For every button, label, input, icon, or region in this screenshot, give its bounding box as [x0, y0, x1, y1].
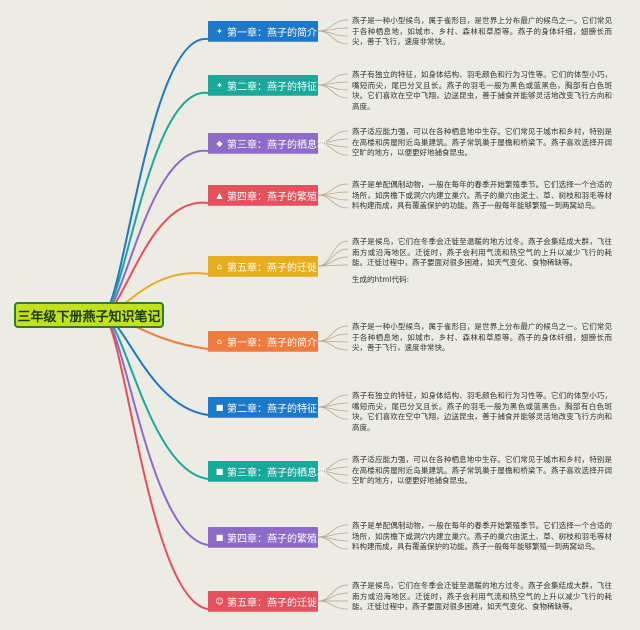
chapter-note-text: 燕子是候鸟，它们在冬季会迁徙至温暖的地方过冬。燕子会集结成大群，飞往南方或沿海地…: [352, 237, 612, 267]
chapter-note: 燕子适应能力强，可以在各种栖息地中生存。它们常见于城市和乡村，特别是在高楼和房屋…: [352, 127, 612, 159]
chapter-note: 燕子是单配偶制动物，一般在每年的春季开始繁殖季节。它们选择一个合适的场所，如房檐…: [352, 521, 612, 553]
note-connector: [317, 27, 349, 32]
chapter-note: 燕子是一种小型候鸟，属于雀形目，是世界上分布最广的候鸟之一。它们常见于各种栖息地…: [352, 16, 612, 48]
note-connector: [317, 394, 349, 408]
chapter-node[interactable]: ✦ 第一章：燕子的简介: [208, 21, 318, 41]
flame-icon: ▲: [216, 190, 223, 200]
note-connector: [317, 191, 349, 196]
chapter-label: 第二章：燕子的特征: [227, 81, 317, 93]
chapter-note: 燕子有独立的特征，如身体结构、羽毛颜色和行为习性等。它们的体型小巧，嘴短而尖，尾…: [352, 391, 612, 433]
note-connector: [317, 264, 349, 267]
chapter-node[interactable]: ⌂ 第一章：燕子的简介: [208, 331, 318, 351]
branch-line: [101, 37, 209, 316]
chapter-node[interactable]: ■第三章：燕子的栖息地: [208, 461, 327, 481]
note-connector: [317, 194, 349, 209]
chapter-node[interactable]: ☺第五章：燕子的迁徙: [208, 591, 318, 611]
chapter-note-text: 燕子是一种小型候鸟，属于雀形目，是世界上分布最广的候鸟之一。它们常见于各种栖息地…: [352, 322, 612, 352]
chapter-note: 燕子适应能力强，可以在各种栖息地中生存。它们常见于城市和乡村，特别是在高楼和房屋…: [352, 455, 612, 487]
square-icon: ■: [215, 532, 224, 542]
note-connector: [317, 240, 349, 267]
chapter-node[interactable]: ▲ 第四章：燕子的繁殖: [208, 185, 318, 205]
branch-line: [101, 314, 209, 416]
chapter-note-text: 燕子适应能力强，可以在各种栖息地中生存。它们常见于城市和乡村，特别是在高楼和房屋…: [352, 455, 612, 485]
note-connector: [317, 406, 349, 420]
note-connector: [317, 592, 349, 602]
square-icon: ■: [215, 466, 224, 476]
note-connector: [317, 524, 349, 538]
chapter-label: 第一章：燕子的简介: [227, 337, 317, 349]
chapter-note: 燕子是一种小型候鸟，属于雀形目，是世界上分布最广的候鸟之一。它们常见于各种栖息地…: [352, 322, 612, 354]
feather-icon: ✦: [216, 80, 223, 90]
note-connector: [317, 333, 349, 342]
chapter-label: 第四章：燕子的繁殖: [227, 533, 317, 545]
bird-icon: ✦: [216, 26, 223, 36]
chapter-note-text: 燕子适应能力强，可以在各种栖息地中生存。它们常见于城市和乡村，特别是在高楼和房屋…: [352, 127, 612, 157]
chapter-note: 燕子是候鸟，它们在冬季会迁徙至温暖的地方过冬。燕子会集结成大群，飞往南方或沿海地…: [352, 237, 612, 285]
chapter-note-text: 燕子是单配偶制动物，一般在每年的春季开始繁殖季节。它们选择一个合适的场所，如房檐…: [352, 521, 612, 551]
home-icon: ⌂: [216, 261, 223, 271]
note-connector: [317, 536, 349, 550]
square-icon: ■: [215, 402, 224, 412]
chapter-label: 第五章：燕子的迁徙: [227, 597, 317, 609]
chapter-note: 燕子有独立的特征，如身体结构、羽毛颜色和行为习性等。它们的体型小巧，嘴短而尖，尾…: [352, 70, 612, 112]
note-connector: [317, 142, 349, 156]
diamond-icon: ◆: [216, 138, 223, 148]
face-icon: ☺: [215, 596, 224, 606]
chapter-note-extra: 生成的html代码:: [352, 274, 410, 284]
chapter-node[interactable]: ◆ 第三章：燕子的栖息地: [208, 133, 327, 153]
root-topic[interactable]: 三年级下册燕子知识笔记: [14, 302, 164, 328]
note-connector: [317, 84, 349, 99]
chapter-note-text: 燕子有独立的特征，如身体结构、羽毛颜色和行为习性等。它们的体型小巧，嘴短而尖，尾…: [352, 391, 612, 432]
chapter-label: 第一章：燕子的简介: [227, 27, 317, 39]
chapter-note-text: 燕子是一种小型候鸟，属于雀形目，是世界上分布最广的候鸟之一。它们常见于各种栖息地…: [352, 16, 612, 46]
note-connector: [317, 470, 349, 484]
chapter-label: 第四章：燕子的繁殖: [227, 191, 317, 203]
chapter-node[interactable]: ✦ 第二章：燕子的特征: [208, 75, 318, 95]
note-connector: [317, 325, 349, 342]
chapter-note-text: 燕子是单配偶制动物，一般在每年的春季开始繁殖季节。它们选择一个合适的场所，如房檐…: [352, 180, 612, 210]
chapter-node[interactable]: ⌂ 第五章：燕子的迁徙: [208, 256, 318, 276]
chapter-note: 燕子是单配偶制动物，一般在每年的春季开始繁殖季节。它们选择一个合适的场所，如房檐…: [352, 180, 612, 212]
chapter-label: 第三章：燕子的栖息地: [227, 467, 327, 479]
note-connector: [317, 340, 349, 351]
chapter-node[interactable]: ■第二章：燕子的特征: [208, 397, 318, 417]
home-icon: ⌂: [216, 336, 223, 346]
note-connector: [317, 30, 349, 45]
chapter-note-text: 燕子是候鸟，它们在冬季会迁徙至温暖的地方过冬。燕子会集结成大群，飞往南方或沿海地…: [352, 581, 612, 611]
chapter-note-text: 燕子有独立的特征，如身体结构、羽毛颜色和行为习性等。它们的体型小巧，嘴短而尖，尾…: [352, 70, 612, 111]
chapter-label: 第五章：燕子的迁徙: [227, 262, 317, 274]
note-connector: [317, 600, 349, 610]
chapter-label: 第二章：燕子的特征: [227, 403, 317, 415]
branch-line: [101, 314, 209, 480]
chapter-node[interactable]: ■第四章：燕子的繁殖: [208, 527, 318, 547]
chapter-note: 燕子是候鸟，它们在冬季会迁徙至温暖的地方过冬。燕子会集结成大群，飞往南方或沿海地…: [352, 581, 612, 613]
chapter-label: 第三章：燕子的栖息地: [227, 139, 327, 151]
branch-line: [101, 201, 209, 316]
branch-line: [101, 314, 209, 610]
note-connector: [317, 81, 349, 86]
